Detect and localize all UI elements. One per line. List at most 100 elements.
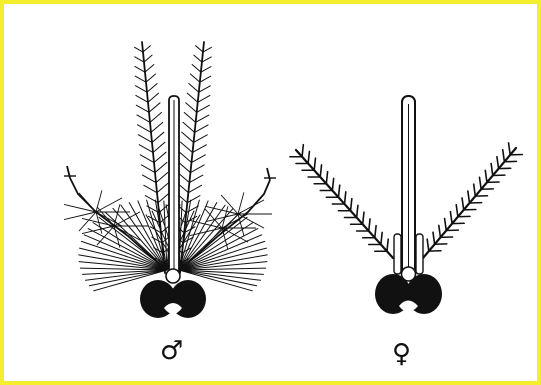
male-palp-left-bristle xyxy=(150,113,161,123)
male-palp-right-bristle xyxy=(183,122,195,132)
male-palp-right-bristle xyxy=(196,46,203,52)
male-palp-left-bristle xyxy=(152,132,164,142)
female-antenna-left-spine xyxy=(357,205,358,217)
male-palp-right-bristle xyxy=(192,65,201,73)
female-antenna-left-spine xyxy=(375,226,376,238)
male-palp-left-bristle xyxy=(143,175,156,183)
female-pedicel xyxy=(402,267,416,281)
female-antenna-left-spine xyxy=(320,165,321,177)
female-antenna-right-spine xyxy=(468,191,470,203)
male-palp-right-bristle xyxy=(190,165,204,173)
female-antenna-right-spine xyxy=(462,198,464,210)
female-antenna-left-spine xyxy=(302,145,303,157)
male-antenna-hair xyxy=(221,195,238,214)
male-palp-right-bristle xyxy=(182,132,194,142)
male-palp-right-bristle xyxy=(186,103,197,113)
male-antenna-hair xyxy=(238,192,244,214)
male-palp-left-bristle xyxy=(136,105,149,112)
mosquito-heads-illustration xyxy=(8,8,541,385)
male-palp-left-bristle xyxy=(155,162,167,172)
male-palp-right-bristle xyxy=(187,93,198,102)
female-palp-left xyxy=(394,234,401,274)
male-palp-left-bristle xyxy=(135,86,147,92)
female-antenna-left-spine xyxy=(387,239,388,251)
female-antenna-left-spine xyxy=(314,158,315,170)
female-antenna-right-spine xyxy=(474,184,476,196)
female-antenna-right-spine xyxy=(509,143,511,155)
male-palp-right-bristle xyxy=(179,162,191,172)
female-antenna-right-spine xyxy=(456,205,458,217)
male-palp-left-bristle xyxy=(135,57,144,62)
male-palp-right-bristle xyxy=(190,74,199,82)
male-palp-right-bristle xyxy=(187,196,200,203)
male-pedicel xyxy=(166,269,180,283)
male-antenna-hair xyxy=(64,212,96,220)
male-palp-left-bristle xyxy=(136,95,148,102)
male-palp-right-bristle xyxy=(198,95,210,102)
male-palp-right-bristle xyxy=(181,142,193,152)
female-antenna-left-spine xyxy=(363,212,364,224)
male-palp-left-bristle xyxy=(143,46,150,52)
female-antenna-left-spine xyxy=(345,192,346,204)
male-palp-right-bristle xyxy=(197,105,210,112)
male-palp-left-bristle xyxy=(138,135,152,143)
female-antenna-left-spine xyxy=(369,219,370,231)
male-palp-left-bristle xyxy=(144,185,157,192)
male-symbol: ♂ xyxy=(160,338,183,364)
female-antenna-left-spine xyxy=(381,232,382,244)
male-palp-right-bristle xyxy=(193,145,207,153)
male-palp-left-bristle xyxy=(154,152,166,162)
female-antenna-right-spine xyxy=(491,164,493,176)
male-palp-left-bristle xyxy=(138,125,151,133)
male-palp-right-bristle xyxy=(188,185,201,192)
male-palp-left-bristle xyxy=(147,84,157,93)
male-palp-left-bristle xyxy=(153,142,165,152)
male-palp-left-bristle xyxy=(141,165,155,173)
female-antenna-left-spine xyxy=(332,178,333,190)
male-palp-right-bristle xyxy=(191,155,205,163)
male-palp-left-bristle xyxy=(151,122,163,132)
mosquito-head-comparison: ♂ ♀ xyxy=(8,8,541,385)
male-palp-left-bristle xyxy=(146,74,155,82)
male-palp-left-bristle xyxy=(149,103,160,112)
female-antenna-right-spine xyxy=(433,232,435,244)
male-palp-left-bristle xyxy=(152,237,162,243)
male-palp-left-bristle xyxy=(137,115,150,122)
female-antenna-right-spine xyxy=(439,225,441,237)
male-palp-right-bristle xyxy=(201,67,211,73)
female-symbol: ♀ xyxy=(392,341,411,367)
female-antenna-left-spine xyxy=(338,185,339,197)
male-palp-right-bristle xyxy=(195,125,209,133)
male-palp-left-bristle xyxy=(144,55,152,62)
male-palp-left-bristle xyxy=(145,65,154,73)
male-palp-left-bristle xyxy=(156,173,168,183)
male-antenna-hair xyxy=(79,193,96,212)
female-antenna-left-spine xyxy=(351,199,352,211)
male-palp-left-bristle xyxy=(140,155,154,163)
female-antenna-right-spine xyxy=(503,150,505,162)
female-antenna-left-spine xyxy=(308,151,309,163)
male-palp-right-bristle xyxy=(189,175,203,183)
male-palp-right-bristle xyxy=(189,84,199,93)
male-palp-right-bristle xyxy=(194,55,202,62)
male-palp-left-bristle xyxy=(139,145,153,153)
male-palp-right-bristle xyxy=(196,115,209,122)
male-antenna-hair xyxy=(97,226,114,245)
male-antenna-hair xyxy=(97,207,114,226)
male-palp-right-bristle xyxy=(199,86,211,92)
female-antenna-left xyxy=(290,145,393,258)
male-palp-left-bristle xyxy=(135,66,145,72)
female-palp-right xyxy=(416,234,423,274)
male-palp-left-bristle xyxy=(135,76,146,82)
male-palp-right-bristle xyxy=(184,112,195,122)
female-antenna-right-spine xyxy=(450,212,452,224)
female-antenna-right xyxy=(423,143,522,258)
male-mosquito-head xyxy=(64,42,276,318)
female-mosquito-head xyxy=(290,96,522,314)
male-palp-left-bristle xyxy=(157,183,168,193)
female-antenna-right-spine xyxy=(497,157,499,169)
male-palp-right-bristle xyxy=(194,135,208,143)
female-antenna-right-spine xyxy=(445,219,447,231)
male-palp-left-bristle xyxy=(148,93,159,102)
